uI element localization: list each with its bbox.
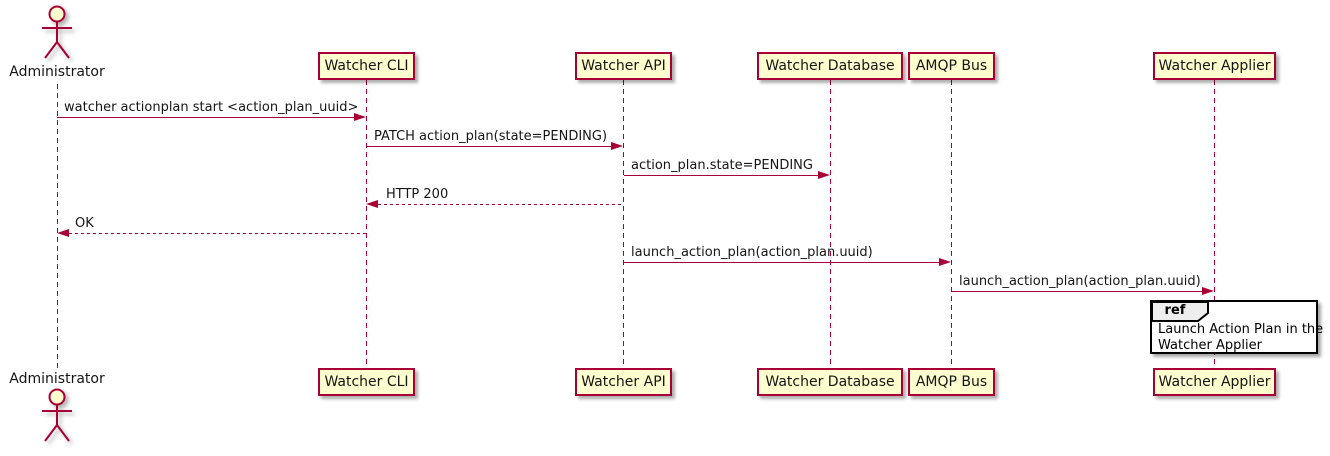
ref-text-line-1: Launch Action Plan in the <box>1158 322 1324 337</box>
message-5-line <box>69 233 366 234</box>
participant-watcher-applier-top: Watcher Applier <box>1153 52 1276 80</box>
message-4-arrowhead-icon <box>366 200 378 208</box>
participant-watcher-cli-top: Watcher CLI <box>318 52 415 80</box>
ref-fragment: ref Launch Action Plan in the Watcher Ap… <box>1150 300 1323 354</box>
participant-amqp-bus-bottom: AMQP Bus <box>908 368 995 396</box>
message-7-label: launch_action_plan(action_plan.uuid) <box>959 274 1201 289</box>
lifeline-watcher-applier <box>1214 80 1215 368</box>
message-6-line <box>624 262 940 263</box>
message-3-line <box>624 175 819 176</box>
participant-watcher-cli-bottom: Watcher CLI <box>318 368 415 396</box>
lifeline-watcher-database <box>830 80 831 368</box>
participant-watcher-database-top: Watcher Database <box>757 52 903 80</box>
message-1-line <box>57 117 355 118</box>
message-7-arrowhead-icon <box>1202 287 1214 295</box>
ref-text-line-2: Watcher Applier <box>1158 338 1262 353</box>
message-3-arrowhead-icon <box>818 171 830 179</box>
message-2-label: PATCH action_plan(state=PENDING) <box>374 129 608 144</box>
message-4-label: HTTP 200 <box>386 187 449 202</box>
message-1-arrowhead-icon <box>354 113 366 121</box>
administrator-label-bottom: Administrator <box>9 371 105 387</box>
message-3-label: action_plan.state=PENDING <box>631 158 813 173</box>
ref-tab-icon <box>1152 302 1209 322</box>
participant-watcher-applier-bottom: Watcher Applier <box>1153 368 1276 396</box>
ref-keyword: ref <box>1164 303 1186 318</box>
participant-watcher-api-bottom: Watcher API <box>575 368 672 396</box>
message-5-label: OK <box>75 216 94 231</box>
message-5-arrowhead-icon <box>57 229 69 237</box>
administrator-actor-icon <box>42 5 72 59</box>
message-6-arrowhead-icon <box>939 258 951 266</box>
lifeline-watcher-api <box>623 80 624 368</box>
lifeline-watcher-cli <box>366 80 367 368</box>
ref-text: Launch Action Plan in the Watcher Applie… <box>1158 322 1323 354</box>
message-4-line <box>378 204 623 205</box>
message-1-label: watcher actionplan start <action_plan_uu… <box>64 100 359 115</box>
message-7-line <box>952 291 1203 292</box>
message-6-label: launch_action_plan(action_plan.uuid) <box>631 245 873 260</box>
message-2-line <box>367 146 612 147</box>
message-2-arrowhead-icon <box>611 142 623 150</box>
lifeline-amqp-bus <box>951 80 952 368</box>
participant-watcher-api-top: Watcher API <box>575 52 672 80</box>
administrator-label-top: Administrator <box>9 64 105 80</box>
lifeline-administrator <box>57 84 58 368</box>
participant-amqp-bus-top: AMQP Bus <box>908 52 995 80</box>
administrator-actor-icon-bottom <box>42 388 72 442</box>
participant-watcher-database-bottom: Watcher Database <box>757 368 903 396</box>
